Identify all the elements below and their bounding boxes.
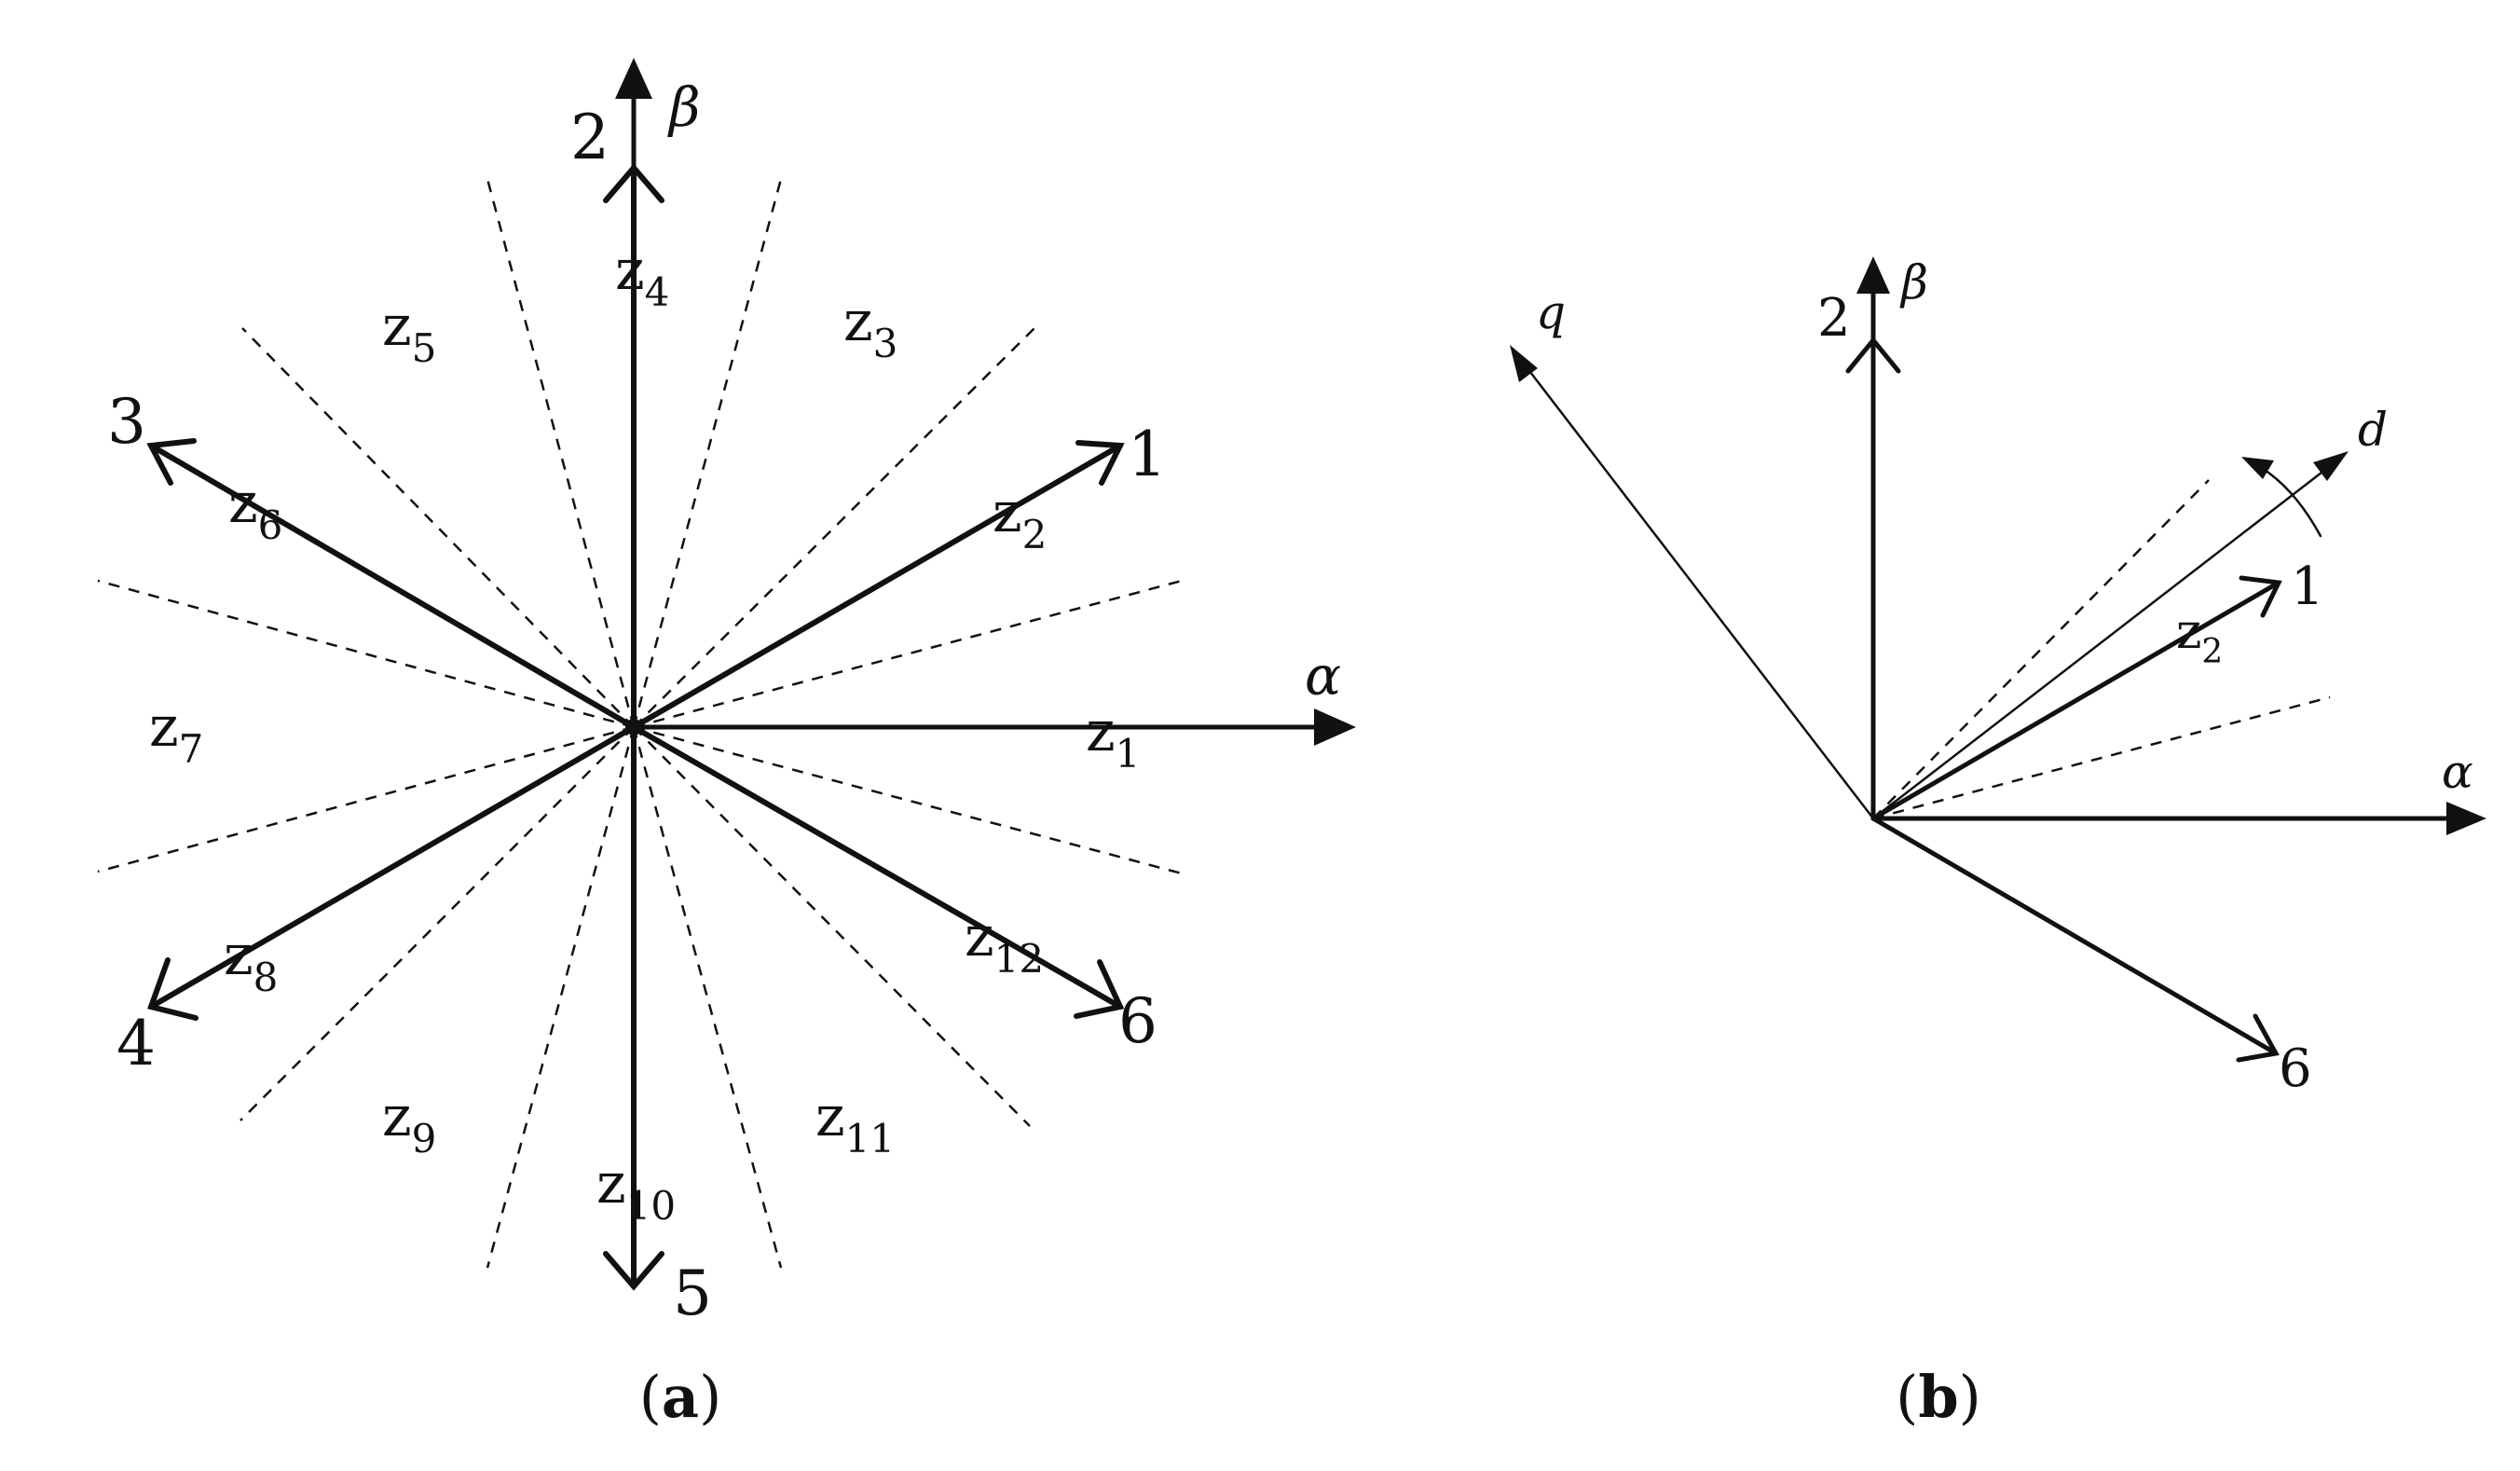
sector-label: z2 (2176, 604, 2223, 671)
sector-label: z10 (596, 1151, 676, 1229)
beta-axis-label: β (667, 76, 701, 139)
boundary-line (1872, 695, 2331, 820)
d-axis-label: d (2358, 403, 2388, 457)
vector-6-label: 6 (2279, 1038, 2312, 1099)
vector-5-arrowhead-icon (603, 1251, 664, 1291)
origin-point (625, 719, 642, 736)
sector-label: z8 (224, 923, 278, 1000)
boundary-line (633, 325, 1037, 728)
vector-4-label: 4 (116, 1008, 156, 1079)
vector-5-label: 5 (673, 1258, 712, 1329)
sector-label: z9 (382, 1084, 436, 1162)
beta-arrowhead-icon (1856, 256, 1890, 294)
panel-a-sector-boundaries (97, 178, 1183, 1269)
alpha-arrowhead-icon (2446, 802, 2486, 835)
panel-b-caption: (b) (1896, 1363, 1981, 1431)
boundary-line (240, 726, 635, 1121)
vector-2-arrowhead-icon (603, 163, 664, 203)
vector-2-arrowhead-icon (1845, 337, 1901, 374)
vector-3 (148, 443, 637, 730)
q-axis (1522, 362, 1875, 820)
boundary-line (1872, 479, 2210, 819)
vector-1-arrowhead-icon (2239, 575, 2282, 618)
sector-label: z3 (843, 289, 897, 366)
vector-6-arrowhead-icon (1074, 959, 1125, 1019)
sector-label: z4 (615, 238, 669, 315)
panel-a-caption: (a) (639, 1363, 722, 1431)
vector-4-arrowhead-icon (147, 957, 199, 1021)
sector-label: z1 (1086, 699, 1140, 777)
sector-label: z5 (382, 294, 436, 371)
d-arrowhead-icon (2313, 451, 2349, 481)
vector-1 (631, 443, 1123, 730)
sector-label: z2 (993, 480, 1047, 557)
boundary-line (486, 178, 636, 728)
sector-label: z7 (149, 694, 203, 772)
sector-label: z12 (965, 904, 1044, 982)
panel-b: α β d q 1 2 6 z2 (b) (1510, 255, 2486, 1431)
boundary-line (97, 725, 635, 873)
boundary-line (241, 327, 635, 728)
boundary-line (633, 579, 1183, 729)
boundary-line (632, 178, 783, 728)
vector-1 (1870, 580, 2281, 821)
vector-1-arrowhead-icon (1075, 440, 1125, 486)
vector-1-label: 1 (2291, 557, 2324, 617)
q-axis-label: q (1536, 285, 1566, 339)
alpha-axis-label: α (2442, 745, 2473, 799)
beta-arrowhead-icon (615, 58, 652, 99)
sector-label: z6 (228, 471, 282, 548)
panel-a-axes (615, 58, 1356, 746)
beta-axis-label: β (1899, 255, 1928, 309)
boundary-line (633, 725, 1183, 875)
q-arrowhead-icon (1510, 345, 1538, 382)
vector-6 (1870, 816, 2279, 1056)
vector-6-label: 6 (1118, 985, 1157, 1057)
vector-1-label: 1 (1128, 419, 1167, 490)
panel-a: α β 1 2 3 4 5 6 z1 z2 z3 z4 z5 z6 z7 z8 … (97, 58, 1356, 1431)
vector-6-arrowhead-icon (2236, 1013, 2280, 1063)
vector-2-label: 2 (1817, 288, 1851, 349)
sector-label: z11 (815, 1084, 895, 1162)
alpha-axis-label: α (1305, 644, 1341, 708)
rotation-arrowhead-icon (2241, 457, 2274, 479)
vector-6 (631, 724, 1123, 1010)
alpha-arrowhead-icon (1314, 708, 1356, 746)
vector-3-arrowhead-icon (146, 438, 197, 486)
vector-3-label: 3 (107, 386, 146, 458)
vector-2-label: 2 (570, 102, 609, 173)
d-axis (1871, 464, 2332, 820)
boundary-line (97, 579, 635, 729)
panel-a-vectors (146, 163, 1125, 1291)
vector-4 (148, 724, 637, 1010)
